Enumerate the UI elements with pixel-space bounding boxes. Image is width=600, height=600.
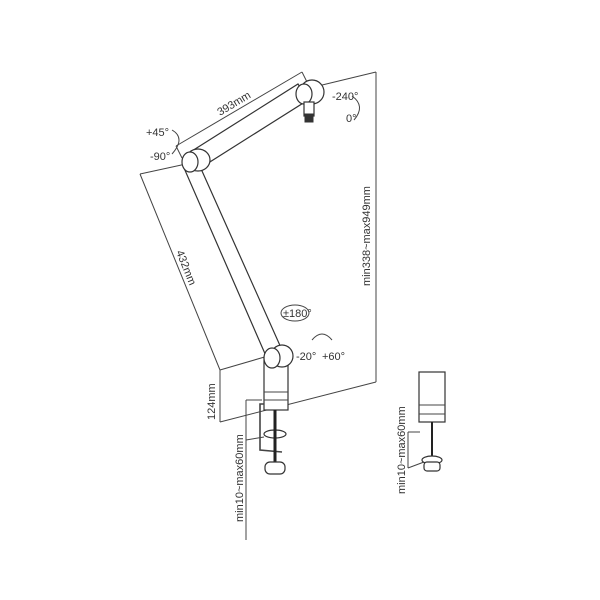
label-lower-arm-length: 432mm	[173, 249, 198, 288]
label-base-tilt-b: +60°	[322, 351, 345, 363]
base-joint-and-post	[263, 344, 294, 411]
upper-arm	[183, 79, 325, 173]
desk-clamp	[259, 403, 287, 475]
rotation-arrows	[171, 95, 360, 341]
label-elbow-rot-b: -90°	[150, 151, 170, 163]
label-base-tilt-a: -20°	[296, 351, 316, 363]
label-clamp-range-detail: min10~max60mm	[396, 406, 408, 494]
label-base-height: 124mm	[206, 383, 218, 420]
label-height-range: min338~max949mm	[361, 186, 373, 286]
label-swivel: ±180°	[283, 308, 312, 320]
label-elbow-rot-a: +45°	[146, 127, 169, 139]
label-top-rot-a: -240°	[332, 91, 358, 103]
clamp-detail	[418, 371, 446, 472]
label-clamp-range: min10~max60mm	[234, 434, 246, 522]
dimension-lines	[139, 71, 425, 540]
label-top-rot-b: 0°	[346, 113, 357, 125]
lower-arm	[181, 148, 283, 357]
